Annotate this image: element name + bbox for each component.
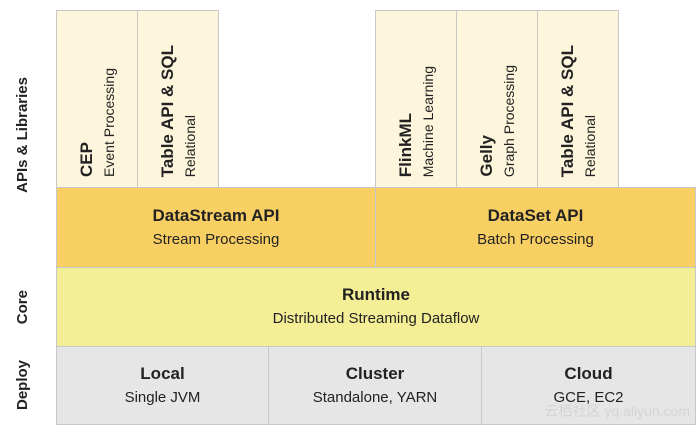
watermark: 云栖社区 yq.aliyun.com bbox=[544, 403, 690, 419]
library-gelly-title: Gelly bbox=[477, 135, 496, 177]
library-flinkml-title: FlinkML bbox=[396, 112, 415, 177]
deploy-cloud-title: Cloud bbox=[564, 363, 613, 383]
layer-label-apis-text: APIs & Libraries bbox=[13, 77, 31, 193]
library-table-api-stream-title: Table API & SQL bbox=[158, 44, 177, 177]
library-flinkml-subtitle: Machine Learning bbox=[420, 65, 436, 177]
layer-label-deploy: Deploy bbox=[0, 346, 44, 424]
library-gelly-subtitle: Graph Processing bbox=[501, 64, 517, 177]
deploy-cloud-box: Cloud GCE, EC2 bbox=[481, 346, 696, 425]
dataset-api-subtitle: Batch Processing bbox=[477, 230, 594, 248]
deploy-local-title: Local bbox=[140, 363, 185, 383]
datastream-api-box: DataStream API Stream Processing bbox=[56, 187, 376, 268]
deploy-cluster-subtitle: Standalone, YARN bbox=[312, 388, 438, 406]
layer-label-core-text: Core bbox=[13, 289, 31, 325]
library-table-api-batch-title: Table API & SQL bbox=[558, 44, 577, 177]
datastream-api-subtitle: Stream Processing bbox=[152, 230, 280, 248]
deploy-cluster-box: Cluster Standalone, YARN bbox=[268, 346, 482, 425]
library-table-api-stream: Table API & SQL Relational bbox=[137, 10, 219, 188]
runtime-title: Runtime bbox=[342, 285, 410, 304]
library-cep-title: CEP bbox=[77, 142, 96, 177]
library-table-api-stream-subtitle: Relational bbox=[182, 114, 198, 177]
library-cep-subtitle: Event Processing bbox=[101, 68, 117, 177]
dataset-api-box: DataSet API Batch Processing bbox=[375, 187, 696, 268]
deploy-cluster-title: Cluster bbox=[345, 363, 405, 383]
library-table-api-batch: Table API & SQL Relational bbox=[537, 10, 619, 188]
datastream-api-title: DataStream API bbox=[152, 205, 280, 225]
runtime-subtitle: Distributed Streaming Dataflow bbox=[272, 310, 480, 327]
dataset-api-title: DataSet API bbox=[487, 205, 584, 225]
layer-label-core: Core bbox=[0, 268, 44, 346]
deploy-local-subtitle: Single JVM bbox=[124, 388, 201, 406]
deploy-cloud-subtitle: GCE, EC2 bbox=[553, 388, 624, 406]
runtime-box: Runtime Distributed Streaming Dataflow bbox=[56, 267, 696, 347]
library-cep: CEP Event Processing bbox=[56, 10, 138, 188]
layer-label-deploy-text: Deploy bbox=[13, 359, 31, 410]
layer-label-apis: APIs & Libraries bbox=[0, 10, 44, 260]
deploy-local-box: Local Single JVM bbox=[56, 346, 269, 425]
library-gelly: Gelly Graph Processing bbox=[456, 10, 538, 188]
library-table-api-batch-subtitle: Relational bbox=[582, 114, 598, 177]
library-flinkml: FlinkML Machine Learning bbox=[375, 10, 457, 188]
